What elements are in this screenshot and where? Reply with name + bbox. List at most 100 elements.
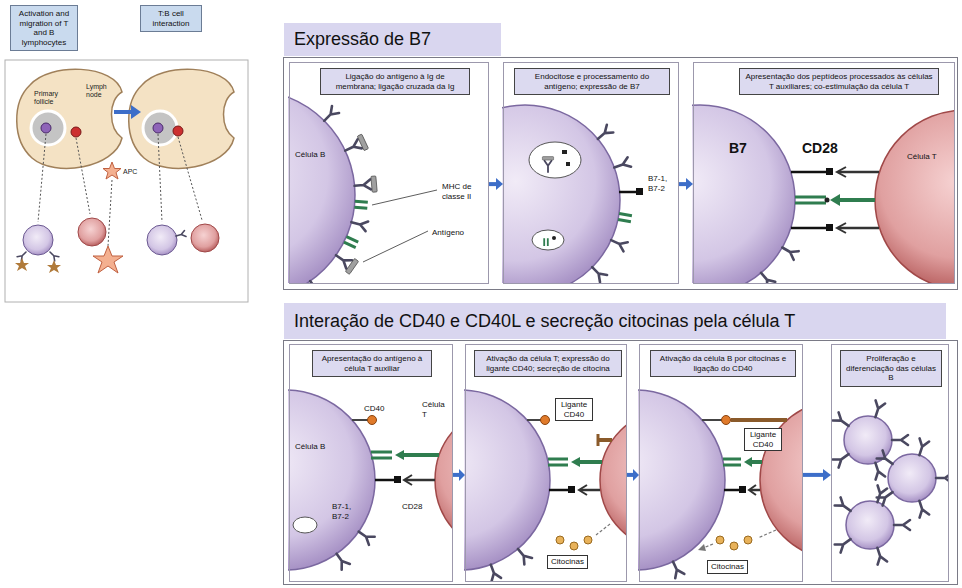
b-cell-figure-part (343, 139, 362, 155)
step-caption: Ligação do antígeno à Ig de membrana; li… (320, 68, 470, 95)
lymph-node-figure-part (15, 258, 29, 271)
cell-pair-figure-part (435, 405, 452, 555)
cell-pair-figure-part (739, 486, 746, 493)
section-title: Interação de CD40 e CD40L e secreção cit… (284, 303, 946, 339)
step-panel: Ligação do antígeno à Ig de membrana; li… (289, 62, 489, 284)
arrow-head (496, 178, 503, 190)
b-cell-figure-part (545, 161, 552, 172)
cell-pair-figure (638, 390, 802, 578)
boxed-label: Ligante CD40 (744, 428, 782, 451)
section-title: Expressão de B7 (284, 23, 501, 56)
lymph-node-figure-part (71, 127, 81, 137)
header-text: T:B cell interaction (143, 9, 199, 28)
step-panel: Ativação da célula T; expressão do ligan… (465, 344, 627, 582)
cell-pair-figure-part (405, 479, 435, 482)
b-cell-figure (502, 105, 643, 283)
plasma-cell-figure-part (835, 497, 854, 514)
cell-pair-figure-part (668, 559, 684, 578)
cell-pair-figure-part (830, 194, 840, 206)
cell-pair-figure-part (395, 450, 404, 460)
part-label: B7-1, B7-2 (648, 174, 678, 193)
cell-pair-figure-part (692, 105, 795, 283)
b-cell-figure-part (529, 142, 581, 178)
step-panel: Proliferação e diferenciação das células… (831, 344, 949, 582)
plasma-cell-figure (833, 400, 948, 564)
cell-pair-figure-part (731, 418, 787, 422)
cell-pair-figure-part (579, 485, 587, 495)
cell-pair-figure (692, 105, 954, 283)
b-cell-figure-part (562, 150, 567, 154)
boxed-label: Citocinas (547, 555, 588, 569)
lymph-node-figure-part (5, 60, 248, 302)
cell-pair-figure-part (722, 416, 731, 425)
flow-arrow (489, 178, 503, 190)
cell-pair-figure-part (293, 517, 317, 533)
plasma-cell-figure-part (892, 435, 908, 445)
lymph-node-figure-part (93, 246, 123, 273)
cell-pair-figure-part (570, 542, 578, 550)
b-cell-figure-part (552, 236, 556, 240)
cell-pair-figure-part (875, 110, 954, 283)
flow-arrow-line (489, 182, 496, 186)
cell-pair-figure-part (288, 390, 375, 570)
cell-pair-figure-part (368, 416, 377, 425)
cell-pair-figure-part (724, 489, 740, 492)
cell-pair-figure-part (333, 551, 350, 570)
lymph-node-figure-part (41, 123, 51, 133)
b-cell-figure-part (354, 179, 371, 190)
b-cell-figure-part (613, 157, 631, 172)
b-cell-figure-part (609, 236, 628, 252)
step-caption: Ativação da célula T; expressão do ligan… (474, 350, 622, 377)
lymph-node-figure-part (31, 111, 65, 145)
cell-pair-figure-part (568, 486, 575, 493)
part-label: Antígeno (432, 228, 464, 238)
section-panel: Expressão de B7Ligação do antígeno à Ig … (283, 57, 958, 290)
plasma-cell-figure-part (835, 535, 854, 552)
flow-arrow (803, 469, 831, 481)
lymph-node-figure-part (78, 218, 106, 246)
b-cell-figure-part (345, 258, 358, 274)
flow-arrow-line (627, 473, 633, 477)
b-cell-figure-part (321, 106, 339, 124)
cell-pair-figure-part (760, 400, 802, 560)
step-panel: Endocitose e processamento do antígeno; … (503, 62, 679, 284)
cell-pair-figure-part (730, 542, 738, 550)
plasma-cell-figure-part (873, 485, 887, 503)
illustration-label: Lymph node (86, 83, 112, 99)
step-caption: Endocitose e processamento do antígeno; … (514, 68, 670, 95)
b-cell-figure-part (350, 217, 368, 231)
step-panel: Apresentação do antígeno à célula T auxi… (289, 344, 453, 582)
lymph-node-figure-part (17, 250, 28, 261)
header-text: Activation and migration of T and B lymp… (13, 9, 75, 47)
cell-pair-figure-part (780, 243, 799, 260)
arrow-head (686, 178, 693, 190)
cell-pair-figure-part (580, 489, 600, 492)
lymph-node-figure-part (48, 250, 59, 261)
illustration-label: Primary follicle (34, 90, 64, 106)
step-panel: Apresentação dos peptídeos processados à… (693, 62, 955, 284)
cell-pair-figure-part (541, 416, 550, 425)
b-cell-figure-part (363, 190, 437, 262)
step-panel: Ativação da célula B por citocinas e lig… (639, 344, 803, 582)
part-label: Célula T (422, 400, 450, 419)
cell-pair-figure-part (757, 270, 775, 283)
b-cell-figure (288, 90, 437, 283)
part-label: Célula T (907, 152, 937, 162)
cell-pair-figure-part (371, 452, 392, 458)
cell-pair-figure-part (826, 224, 833, 231)
part-label: CD28 (402, 502, 422, 512)
b-cell-figure-part (589, 264, 607, 282)
flow-arrow-line (453, 473, 459, 477)
plasma-cell-figure-part (888, 454, 936, 502)
cell-pair-figure-part (404, 475, 412, 485)
cell-pair-figure-part (791, 172, 828, 228)
b-cell-figure-part (532, 230, 564, 250)
lymph-node-figure-part (143, 111, 177, 145)
cell-pair-figure-part (598, 438, 612, 442)
cell-pair-figure-part (744, 536, 752, 544)
cell-pair-figure-part (352, 419, 368, 421)
lymph-node-figure-part (147, 225, 177, 255)
b-cell-figure-part (502, 105, 620, 283)
lymph-node-figure-part (17, 69, 122, 168)
b-cell-figure-part (544, 238, 548, 246)
